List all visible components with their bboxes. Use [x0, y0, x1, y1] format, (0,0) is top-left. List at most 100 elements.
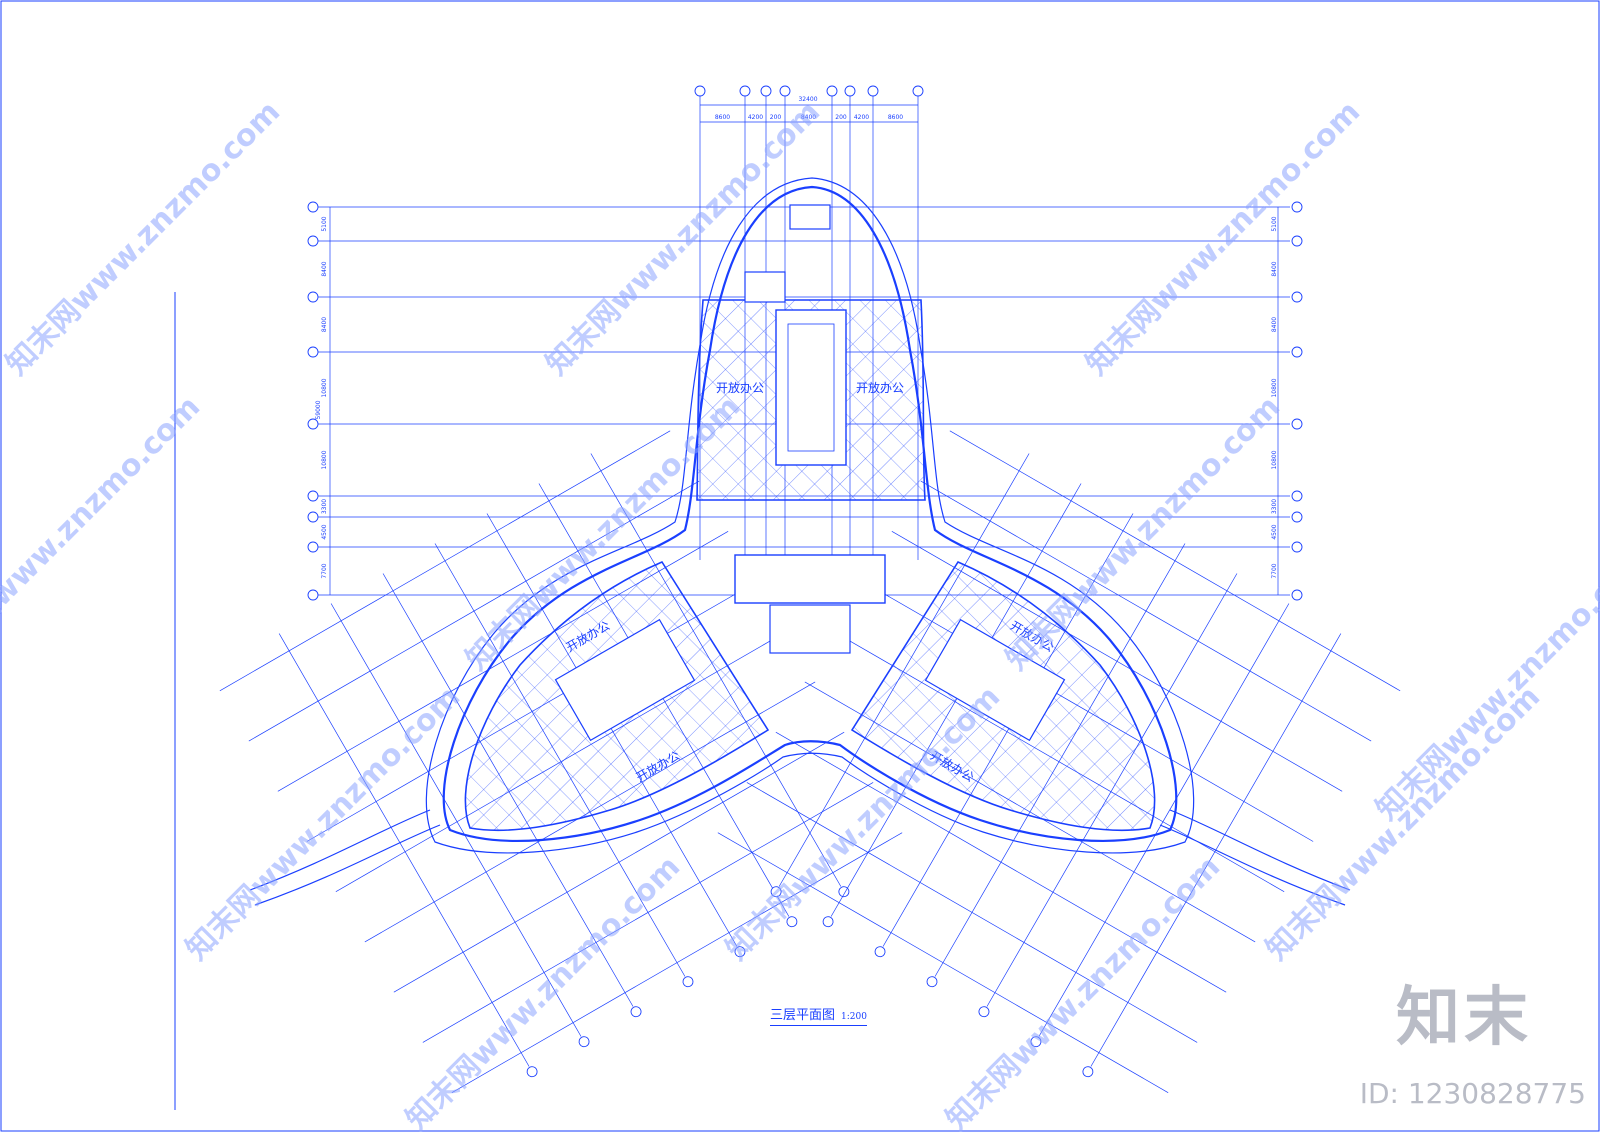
core-service-block	[734, 554, 886, 604]
watermark-text: 知末网www.znzmo.com	[999, 389, 1287, 677]
dim-side-left: 8400	[321, 261, 328, 276]
dim-side-left: 10800	[321, 378, 328, 397]
axis-bubble	[526, 1066, 538, 1078]
axis-bubble	[307, 291, 319, 303]
axis-bubble	[1291, 541, 1303, 553]
axis-bubble	[912, 85, 924, 97]
axis-bubble	[682, 976, 694, 988]
axis-bubble	[822, 916, 834, 928]
axis-bubble	[1082, 1066, 1094, 1078]
axis-bubble	[844, 85, 856, 97]
dim-top: 4200	[748, 114, 763, 121]
north-stair	[744, 271, 786, 303]
axis-bubble	[630, 1006, 642, 1018]
axis-bubble	[874, 946, 886, 958]
watermark-brand: 知末	[1396, 981, 1532, 1055]
dim-side-left: 4500	[321, 524, 328, 539]
road-east	[1169, 809, 1351, 891]
axis-bubble	[1291, 291, 1303, 303]
watermark-text: 知末网www.znzmo.com	[179, 679, 467, 967]
west-void	[554, 618, 696, 742]
north-meeting-room	[789, 204, 831, 230]
approach-roads	[249, 809, 1351, 906]
west-wing-grid	[219, 430, 903, 1093]
axis-bubble	[786, 916, 798, 928]
watermark-text: 知末网www.znzmo.com	[1259, 679, 1547, 967]
dim-top-total: 32400	[798, 96, 817, 103]
axis-bubble	[779, 85, 791, 97]
dim-top: 4200	[854, 114, 869, 121]
dim-side-left: 3300	[321, 499, 328, 514]
road-east	[1159, 824, 1346, 906]
drawing-title-text: 三层平面图	[770, 1008, 836, 1023]
axis-bubble	[1291, 418, 1303, 430]
axis-bubble	[1291, 201, 1303, 213]
watermark-text: 知末网www.znzmo.com	[1079, 94, 1367, 382]
axis-bubble	[838, 886, 850, 898]
building-outline-outer	[425, 177, 1195, 854]
room-label: 开放办公	[856, 380, 904, 395]
drawing-title: 三层平面图 1:200	[770, 1004, 867, 1026]
atrium-inner	[787, 323, 835, 452]
axis-bubble	[867, 85, 879, 97]
axis-bubble	[307, 201, 319, 213]
elevator-lobby	[769, 604, 851, 654]
dim-top: 8600	[715, 114, 730, 121]
dim-side-left: 5100	[321, 216, 328, 231]
axis-bubble	[1291, 511, 1303, 523]
dim-top: 200	[770, 114, 782, 121]
dim-side-left: 10800	[321, 450, 328, 469]
dim-top: 200	[835, 114, 847, 121]
axis-bubble	[1291, 235, 1303, 247]
axis-bubble	[770, 886, 782, 898]
dim-side-total: 59000	[315, 400, 322, 419]
watermark-id: ID: 1230828775	[1359, 1077, 1586, 1110]
dim-side-left: 8400	[321, 317, 328, 332]
east-void	[924, 618, 1066, 742]
axis-bubble	[578, 1036, 590, 1048]
drawing-title-underline	[770, 1025, 854, 1026]
axis-bubble	[926, 976, 938, 988]
axis-bubble	[1291, 490, 1303, 502]
axis-bubble	[307, 541, 319, 553]
watermark-text: 知末网www.znzmo.com	[939, 849, 1227, 1132]
axis-bubble	[307, 418, 319, 430]
axis-bubble	[307, 589, 319, 601]
axis-bubble	[694, 85, 706, 97]
building-outline	[442, 185, 1178, 842]
axis-bubble	[1030, 1036, 1042, 1048]
axis-bubble	[978, 1006, 990, 1018]
dim-side-right: 5100	[1271, 216, 1278, 231]
watermark-text: 知末网www.znzmo.com	[0, 389, 207, 677]
dim-side-right: 8400	[1271, 261, 1278, 276]
dim-side-right: 10800	[1271, 378, 1278, 397]
dim-side-right: 4500	[1271, 524, 1278, 539]
dim-side-right: 8400	[1271, 317, 1278, 332]
drawing-scale: 1:200	[841, 1012, 867, 1022]
room-label: 开放办公	[716, 380, 764, 395]
dim-side-left: 7700	[321, 563, 328, 578]
watermark-text: 知末网www.znzmo.com	[399, 849, 687, 1132]
dimension-texts: 32400 8600 4200 200 8400 200 4200 8600 5100 5100 8…	[315, 96, 1278, 579]
dim-top: 8600	[888, 114, 903, 121]
road-west	[249, 809, 431, 891]
axis-bubble	[739, 85, 751, 97]
axis-bubble	[760, 85, 772, 97]
wing-axis-line	[278, 633, 530, 1067]
dim-side-right: 7700	[1271, 563, 1278, 578]
axis-bubble	[307, 235, 319, 247]
axis-bubble	[307, 490, 319, 502]
road-west	[254, 824, 441, 906]
central-atrium	[775, 309, 847, 466]
axis-bubble	[1291, 589, 1303, 601]
axis-bubble	[734, 946, 746, 958]
axis-bubble	[307, 511, 319, 523]
axis-bubble	[307, 346, 319, 358]
watermark-text: 知末网www.znzmo.com	[1369, 539, 1600, 827]
axis-bubble	[826, 85, 838, 97]
wing-axis-line	[1038, 603, 1290, 1037]
dim-top: 8400	[801, 114, 816, 121]
wing-axis-line	[330, 603, 582, 1037]
